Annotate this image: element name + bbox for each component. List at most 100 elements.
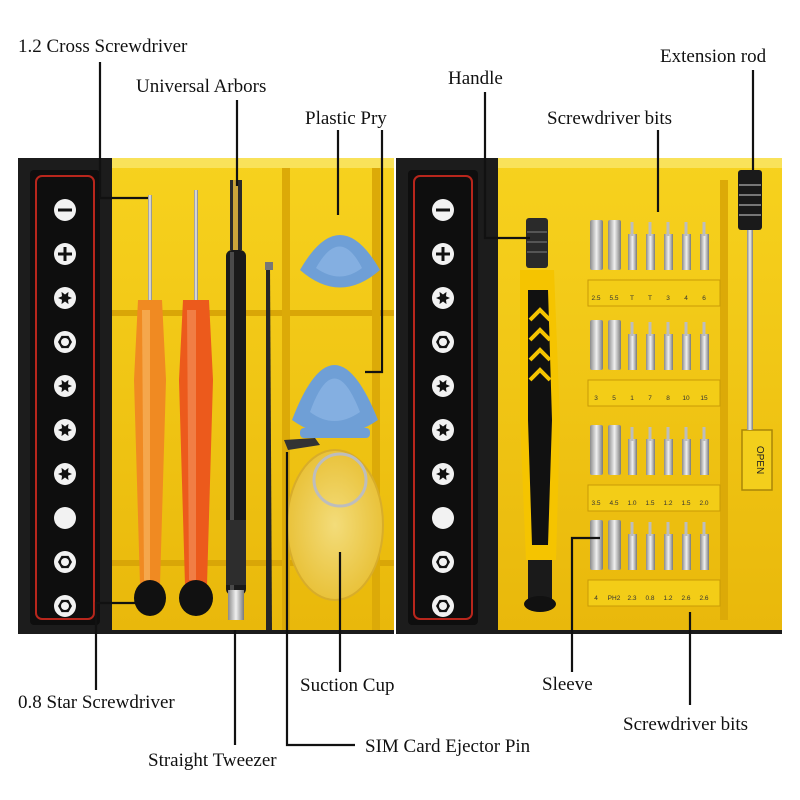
socket-bit: 3.5 [590,425,603,507]
hex-icon [432,595,454,617]
plastic-pry-bottom [292,365,378,438]
icon-strip-left [54,199,76,617]
bit-size-label: 1.2 [663,595,672,602]
screwdriver-bit: 2.0 [699,427,709,507]
callout-line-handle [483,92,530,240]
screwdriver-bit: 8 [664,322,673,402]
screwdriver-bit: 2.6 [699,522,709,602]
socket-bit: PH2 [608,520,621,602]
bit-size-label: 1.5 [645,500,654,507]
callout-line-cross [98,62,148,200]
flat-icon [432,199,454,221]
label-star-screwdriver: 0.8 Star Screwdriver [18,692,175,713]
bit-size-label: T [648,295,652,302]
screwdriver-bit: 6 [700,222,709,302]
callout-line-star [94,601,135,690]
bit-size-label: 6 [702,295,706,302]
bit-size-label: 2.6 [681,595,690,602]
torx-icon [432,419,454,441]
torx-icon [54,375,76,397]
plastic-pry-top [300,235,380,288]
bit-size-label: 4 [684,295,688,302]
bit-size-label: 8 [666,395,670,402]
torx-icon [54,419,76,441]
screwdriver-bit: 4 [682,222,691,302]
screwdriver-bit: 1.5 [645,427,655,507]
hex-icon [432,331,454,353]
bit-size-label: 10 [682,395,690,402]
bit-size-label: 2.0 [699,500,708,507]
suction-cup [286,449,384,601]
bit-size-label: 3 [666,295,670,302]
screwdriver-bit: 1.5 [681,427,691,507]
bit-size-label: 1.2 [663,500,672,507]
handle [520,218,560,612]
label-extension-rod: Extension rod [660,46,767,67]
bit-row: 3.5 4.5 1.0 1.5 1.2 1.5 2.0 [587,425,721,512]
screwdriver-bit: 1 [628,322,637,402]
flat-icon [54,199,76,221]
label-sleeve: Sleeve [542,674,593,695]
bit-row: 3 5 1 7 8 10 15 [587,320,721,407]
bit-size-label: 1.5 [681,500,690,507]
cross-screwdriver [134,195,166,616]
screwdriver-bit: 1.2 [663,427,673,507]
universal-arbors [226,180,246,620]
screwdriver-bit: 1.2 [663,522,673,602]
bit-size-label: 1.0 [627,500,636,507]
icon-strip-right [432,199,454,617]
hex-icon [54,595,76,617]
screwdriver-bit: T [628,222,637,302]
label-bits-bottom: Screwdriver bits [623,714,749,735]
socket-bit: 2.5 [590,220,603,302]
bit-size-label: 3.5 [591,500,600,507]
star-icon [54,463,76,485]
screwdriver-bit: T [646,222,655,302]
open-label: OPEN [754,446,765,474]
label-straight-tweezer: Straight Tweezer [148,750,277,771]
star-icon [432,463,454,485]
screwdriver-bit: 10 [682,322,691,402]
label-cross-screwdriver: 1.2 Cross Screwdriver [18,36,188,57]
socket-bit: 5.5 [608,220,621,302]
star-screwdriver [179,190,213,616]
socket-bit: 5 [608,320,621,402]
label-bits-top: Screwdriver bits [547,108,673,129]
circle-icon [54,507,76,529]
bit-size-label: 15 [700,395,708,402]
hex-icon [54,551,76,573]
bit-size-label: 2.3 [627,595,636,602]
screwdriver-bit: 7 [646,322,655,402]
bit-size-label: 3 [594,395,598,402]
cross-icon [54,243,76,265]
label-universal-arbors: Universal Arbors [136,76,267,97]
bit-size-label: 7 [648,395,652,402]
label-sim-pin: SIM Card Ejector Pin [365,736,531,757]
socket-bit: 3 [590,320,603,402]
socket-bit: 4.5 [608,425,621,507]
bit-size-label: T [630,295,634,302]
callout-line-sim [285,452,355,747]
screwdriver-bit: 15 [700,322,709,402]
label-handle: Handle [448,68,503,89]
screwdriver-bit: 3 [664,222,673,302]
label-suction-cup: Suction Cup [300,675,395,696]
screwdriver-bit: 2.6 [681,522,691,602]
screwdriver-bit: 2.3 [627,522,637,602]
straight-tweezer [265,262,273,630]
circle-icon [432,507,454,529]
bit-size-label: 2.5 [591,295,600,302]
star-icon [432,287,454,309]
bit-size-label: 1 [630,395,634,402]
hex-icon [432,551,454,573]
hex-icon [54,331,76,353]
extension-rod [738,170,762,430]
sim-card-ejector-pin [284,438,320,450]
bit-size-label: 2.6 [699,595,708,602]
bit-size-label: 4.5 [609,500,618,507]
cross-icon [432,243,454,265]
